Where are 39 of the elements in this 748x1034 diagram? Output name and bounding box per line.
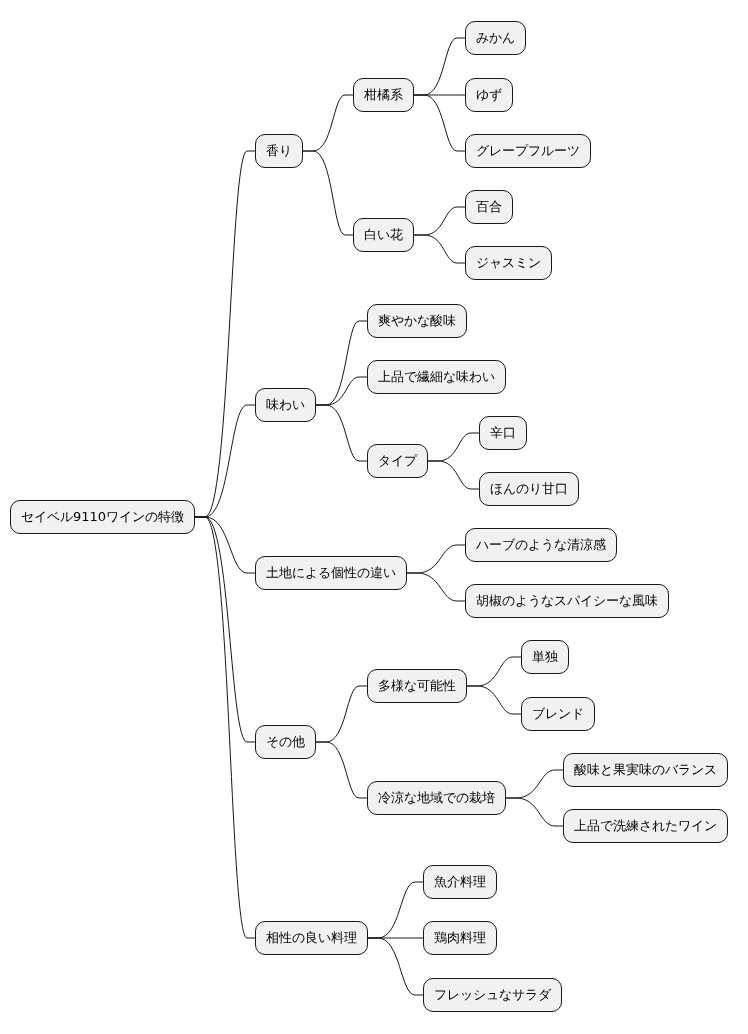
topic-box: 香り bbox=[255, 134, 303, 168]
topic-box: ほんのり甘口 bbox=[479, 472, 579, 506]
topic-box: 百合 bbox=[465, 190, 513, 224]
topic-box: 鶏肉料理 bbox=[423, 921, 497, 955]
connector bbox=[505, 797, 564, 827]
topic-box: セイベル9110ワインの特徴 bbox=[10, 500, 196, 534]
topic-box: ゆず bbox=[465, 78, 513, 112]
topic-box: 多様な可能性 bbox=[367, 669, 467, 703]
topic-box: ハーブのような清涼感 bbox=[465, 528, 617, 562]
topic-box: 魚介料理 bbox=[423, 865, 497, 899]
connector bbox=[466, 685, 522, 715]
topic-box: みかん bbox=[465, 21, 526, 55]
topic-box: 味わい bbox=[255, 388, 316, 422]
connector bbox=[315, 404, 368, 462]
topic-box: 酸味と果実味のバランス bbox=[563, 753, 728, 787]
topic-box: グレープフルーツ bbox=[465, 134, 591, 168]
topic-box: ブレンド bbox=[521, 697, 595, 731]
connector bbox=[427, 460, 480, 490]
connector bbox=[367, 937, 424, 996]
topic-box: フレッシュなサラダ bbox=[423, 978, 562, 1012]
connector bbox=[413, 234, 466, 264]
topic-box: ジャスミン bbox=[465, 246, 552, 280]
topic-box: 相性の良い料理 bbox=[255, 921, 368, 955]
connector bbox=[413, 94, 466, 152]
topic-box: 上品で繊細な味わい bbox=[367, 360, 506, 394]
topic-box: 白い花 bbox=[353, 218, 414, 252]
connector bbox=[315, 741, 368, 799]
topic-box: その他 bbox=[255, 725, 316, 759]
topic-box: 土地による個性の違い bbox=[255, 556, 407, 590]
connector bbox=[406, 572, 466, 602]
topic-box: 単独 bbox=[521, 640, 569, 674]
topic-box: 胡椒のようなスパイシーな風味 bbox=[465, 584, 669, 618]
topic-box: 柑橘系 bbox=[353, 78, 414, 112]
topic-box: 冷涼な地域での栽培 bbox=[367, 781, 506, 815]
topic-box: 辛口 bbox=[479, 416, 527, 450]
topic-box: 上品で洗練されたワイン bbox=[563, 809, 728, 843]
connector bbox=[302, 150, 354, 236]
topic-box: タイプ bbox=[367, 444, 428, 478]
topic-box: 爽やかな酸味 bbox=[367, 304, 467, 338]
